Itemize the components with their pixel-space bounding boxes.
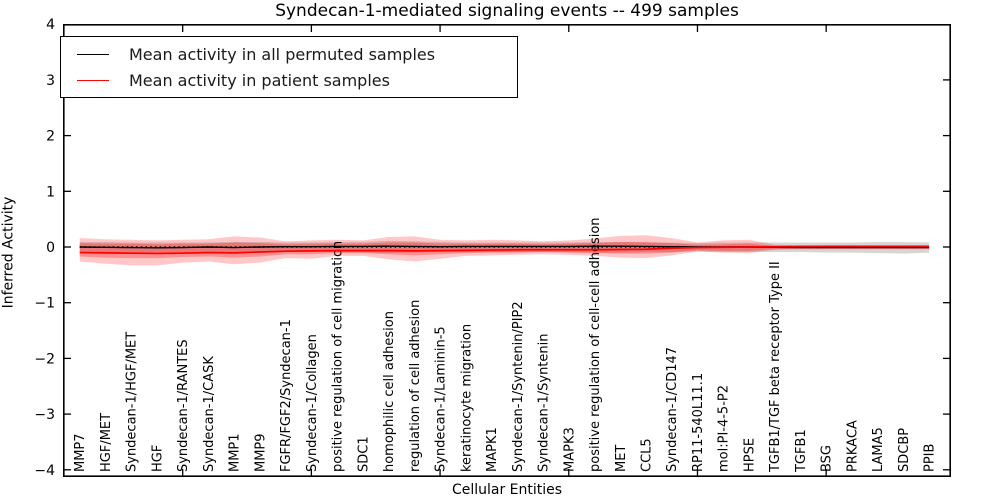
y-axis-label: Inferred Activity	[0, 196, 17, 309]
y-tick-label: −4	[34, 463, 55, 479]
x-category-label: Syndecan-1/Syntenin/PIP2	[511, 301, 526, 472]
x-category-label: MAPK3	[562, 427, 577, 472]
x-category-label: Syndecan-1/HGF/MET	[125, 332, 140, 472]
legend-label-permuted: Mean activity in all permuted samples	[129, 44, 436, 64]
x-category-label: positive regulation of cell-cell adhesio…	[588, 217, 603, 472]
x-category-label: TGFB1	[794, 429, 809, 473]
x-category-label: Syndecan-1/Laminin-5	[434, 326, 449, 472]
x-category-label: PPIB	[923, 444, 938, 472]
x-category-label: SDCBP	[897, 428, 912, 472]
x-axis-label: Cellular Entities	[451, 482, 563, 498]
x-category-label: MET	[614, 445, 629, 472]
x-category-label: SDC1	[356, 436, 371, 472]
legend-entry-patient: Mean activity in patient samples	[75, 67, 503, 93]
y-tick-label: −1	[34, 296, 55, 312]
x-category-label: Syndecan-1/CASK	[202, 356, 217, 472]
y-tick-label: −3	[34, 407, 55, 423]
x-category-label: Syndecan-1/Collagen	[305, 334, 320, 472]
x-category-label: CCL5	[639, 438, 654, 472]
x-category-label: BSG	[820, 445, 835, 472]
x-category-label: regulation of cell adhesion	[408, 300, 423, 472]
chart-title: Syndecan-1-mediated signaling events -- …	[275, 1, 739, 21]
legend-line-patient-swatch	[77, 79, 109, 81]
x-category-label: MMP9	[253, 433, 268, 472]
y-tick-label: 1	[46, 184, 55, 200]
x-category-label: LAMA5	[871, 427, 886, 472]
x-category-label: MMP1	[228, 433, 243, 472]
legend-entry-permuted: Mean activity in all permuted samples	[75, 41, 503, 67]
x-category-label: HGF/MET	[99, 413, 114, 472]
x-category-label: Syndecan-1/CD147	[665, 347, 680, 472]
x-category-label: homophilic cell adhesion	[382, 311, 397, 472]
x-category-label: keratinocyte migration	[459, 324, 474, 472]
legend-line-permuted-swatch	[77, 53, 109, 55]
legend-label-patient: Mean activity in patient samples	[129, 70, 390, 90]
x-category-label: mol:PI-4-5-P2	[717, 385, 732, 472]
x-category-label: MAPK1	[485, 427, 500, 472]
legend: Mean activity in all permuted samples Me…	[60, 36, 518, 98]
x-category-label: TGFB1/TGF beta receptor Type II	[768, 261, 783, 473]
y-tick-label: 3	[46, 73, 55, 89]
x-category-label: HPSE	[742, 438, 757, 472]
y-tick-label: 0	[46, 240, 55, 256]
plot-border	[62, 23, 952, 477]
x-category-label: positive regulation of cell migration	[331, 241, 346, 472]
x-category-label: Syndecan-1/Syntenin	[537, 334, 552, 473]
x-category-label: Syndecan-1/RANTES	[176, 339, 191, 472]
y-tick-label: 2	[46, 129, 55, 145]
x-category-label: HGF	[150, 445, 165, 472]
y-tick-label: 4	[46, 17, 55, 33]
x-category-label: MMP7	[73, 433, 88, 472]
x-category-label: FGFR/FGF2/Syndecan-1	[279, 319, 294, 472]
patient-mean-line	[79, 245, 930, 255]
x-category-label: RP11-540L11.1	[691, 373, 706, 472]
x-category-label: PRKACA	[845, 420, 860, 472]
y-tick-label: −2	[34, 351, 55, 367]
